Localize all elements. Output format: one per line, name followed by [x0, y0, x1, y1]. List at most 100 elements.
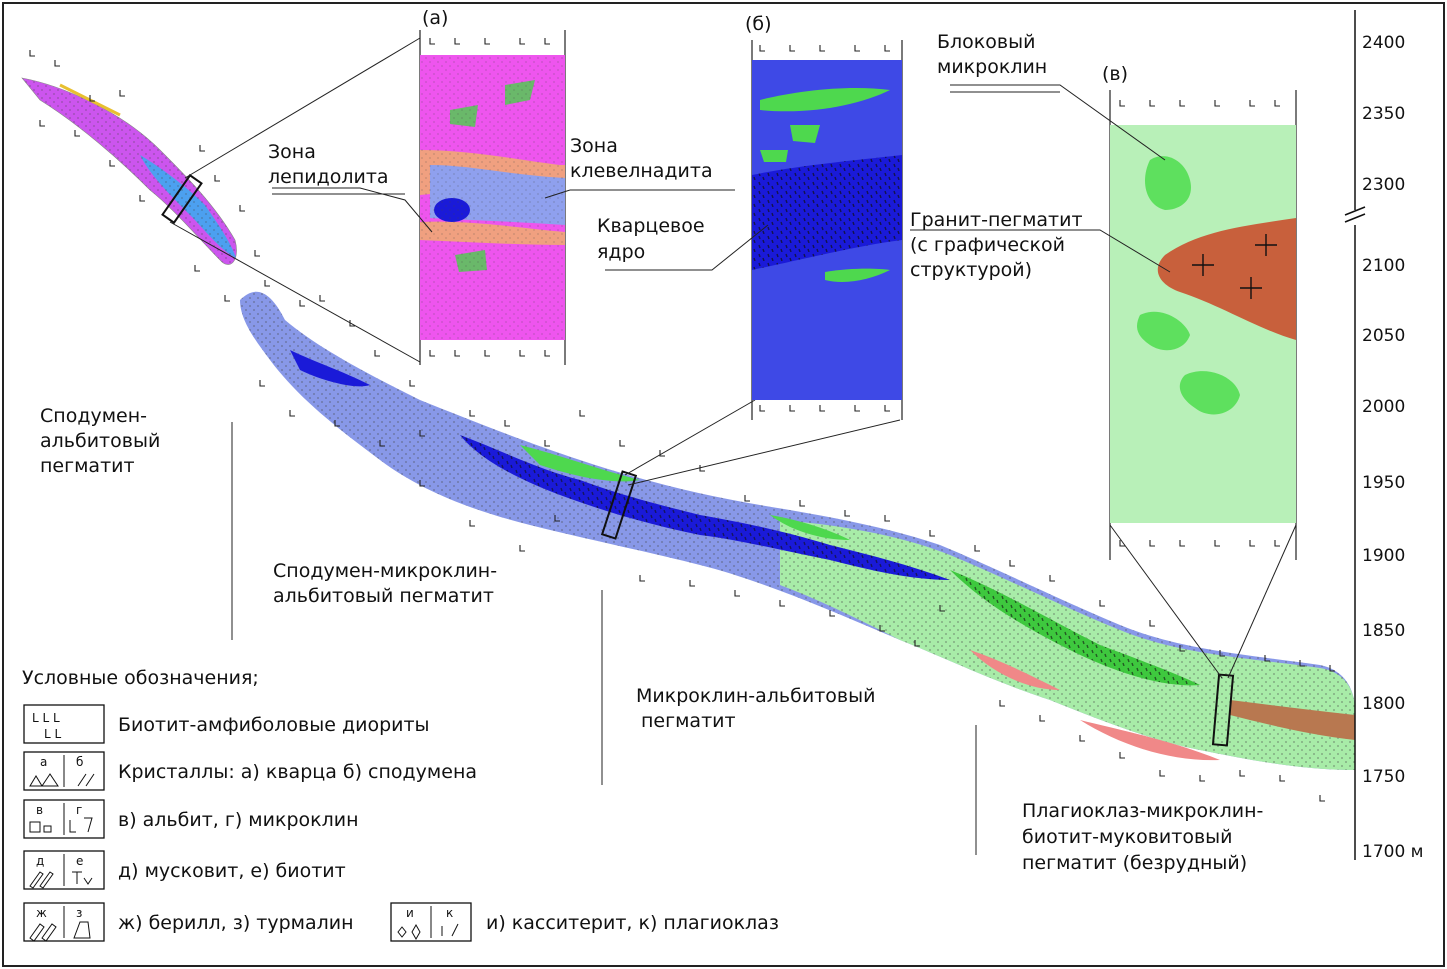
diorite-mark-icon	[1214, 540, 1220, 547]
diorite-mark-icon	[469, 520, 475, 527]
lepidolite-label-2: лепидолита	[268, 166, 389, 188]
svg-text:ж: ж	[36, 906, 47, 920]
legend-label: в) альбит, г) микроклин	[118, 809, 359, 831]
scale-tick: 2400	[1362, 33, 1405, 53]
diorite-mark-icon	[699, 465, 705, 472]
granite-pegmatite-vein	[1230, 700, 1355, 740]
svg-text:L L: L L	[44, 727, 62, 741]
diorite-mark-icon	[334, 420, 340, 427]
granite-pegmatite-label-3: структурой)	[910, 259, 1032, 281]
granite-pegmatite-label-2: (с графической	[910, 234, 1065, 256]
diorite-mark-icon	[1159, 770, 1165, 777]
diorite-mark-icon	[409, 380, 415, 387]
label-leaders	[272, 84, 1171, 273]
legend-label: Кристаллы: а) кварца б) сподумена	[118, 761, 477, 783]
section-marker-a	[161, 173, 203, 225]
scale-tick: 1700 м	[1362, 842, 1424, 862]
svg-text:и: и	[406, 906, 414, 920]
plagioclase-label-1: Плагиоклаз-микроклин-	[1022, 800, 1263, 822]
diorite-mark-icon	[374, 350, 380, 357]
diorite-mark-icon	[879, 625, 885, 632]
diorite-mark-icon	[54, 60, 60, 67]
diorite-mark-icon	[429, 350, 435, 357]
diorite-mark-icon	[519, 38, 525, 45]
quartz-crystal-icon	[29, 773, 59, 787]
plagioclase-label-3: пегматит (безрудный)	[1022, 852, 1247, 874]
spodumene-albite-label-2: альбитовый	[40, 430, 160, 452]
diorite-mark-icon	[504, 420, 510, 427]
diorite-mark-icon	[799, 500, 805, 507]
diorite-mark-icon	[744, 495, 750, 502]
scale-tick: 1900	[1362, 546, 1405, 566]
diorite-mark-icon	[759, 45, 765, 52]
diorite-mark-icon	[109, 160, 115, 167]
quartz-core-1	[290, 350, 370, 387]
diorite-mark-icon	[689, 580, 695, 587]
scale-tick: 2100	[1362, 256, 1405, 276]
tag-b: (б)	[745, 13, 772, 35]
pink-vein-2	[1080, 720, 1220, 761]
diorite-mark-icon	[469, 410, 475, 417]
scale-tick: 2050	[1362, 326, 1405, 346]
legend-label: д) мусковит, е) биотит	[118, 860, 346, 882]
diorite-mark-icon	[819, 405, 825, 412]
diorite-mark-icon	[884, 515, 890, 522]
scale-tick: 2000	[1362, 397, 1405, 417]
legend-item-muscovite-biotite: д е д) мусковит, е) биотит	[23, 850, 346, 890]
diorite-mark-icon	[119, 90, 125, 97]
diorite-mark-icon	[519, 350, 525, 357]
svg-text:в: в	[36, 803, 43, 817]
diorite-mark-icon	[454, 350, 460, 357]
diorite-mark-icon	[199, 145, 205, 152]
diorite-mark-icon	[484, 38, 490, 45]
legend-label: Биотит-амфиболовые диориты	[118, 714, 430, 736]
pink-vein-1	[970, 650, 1060, 690]
diorite-mark-icon	[1274, 100, 1280, 107]
cassiterite-icon	[397, 923, 421, 941]
diorite-mark-icon	[1079, 735, 1085, 742]
quartz-core-label-1: Кварцевое	[597, 215, 705, 237]
diorite-mark-icon	[1179, 645, 1185, 652]
diorite-mark-icon	[1319, 795, 1325, 802]
spodumene-albite-label-3: пегматит	[40, 455, 135, 477]
diorite-mark-icon	[1249, 100, 1255, 107]
spodumene-albite-label-1: Сподумен-	[40, 405, 147, 427]
diorite-mark-icon	[1099, 600, 1105, 607]
diorite-mark-icon	[554, 515, 560, 522]
diorite-mark-icon	[1119, 100, 1125, 107]
diorite-mark-icon	[454, 38, 460, 45]
spod-micro-albite-label-1: Сподумен-микроклин-	[273, 560, 497, 582]
svg-text:з: з	[76, 906, 82, 920]
diorite-mark-icon	[914, 640, 920, 647]
diorite-mark-icon	[544, 440, 550, 447]
diorite-mark-icon	[1009, 560, 1015, 567]
scale-tick: 1800	[1362, 694, 1405, 714]
elevation-scale	[1344, 10, 1366, 860]
diorite-mark-icon	[194, 265, 200, 272]
scale-tick: 2350	[1362, 104, 1405, 124]
diorite-mark-icon	[1149, 100, 1155, 107]
diorite-mark-icon	[1179, 540, 1185, 547]
microcline-albite-label-2: пегматит	[641, 710, 736, 732]
spodumene-crystal-icon	[77, 773, 95, 787]
pegmatite-bodies	[21, 77, 1355, 770]
scale-tick: 2300	[1362, 175, 1405, 195]
microcline-albite-label-1: Микроклин-альбитовый	[636, 685, 875, 707]
diorite-mark-icon	[289, 410, 295, 417]
legend-item-quartz-spodumene: а б Кристаллы: а) кварца б) сподумена	[23, 751, 477, 791]
diorite-mark-icon	[639, 575, 645, 582]
diorite-mark-icon	[1264, 655, 1270, 662]
biotite-icon	[72, 871, 93, 885]
scale-tick: 1750	[1362, 767, 1405, 787]
diorite-mark-icon	[789, 45, 795, 52]
diorite-mark-icon	[1039, 715, 1045, 722]
albite-crystal-icon	[29, 821, 52, 833]
diorite-mark-icon	[1239, 770, 1245, 777]
microcline-vein-2	[770, 515, 850, 540]
diorite-mark-icon	[734, 590, 740, 597]
diorite-mark-icon	[419, 480, 425, 487]
diorite-mark-icon	[619, 440, 625, 447]
cleavelandite-label-2: клевелнадита	[570, 160, 713, 182]
